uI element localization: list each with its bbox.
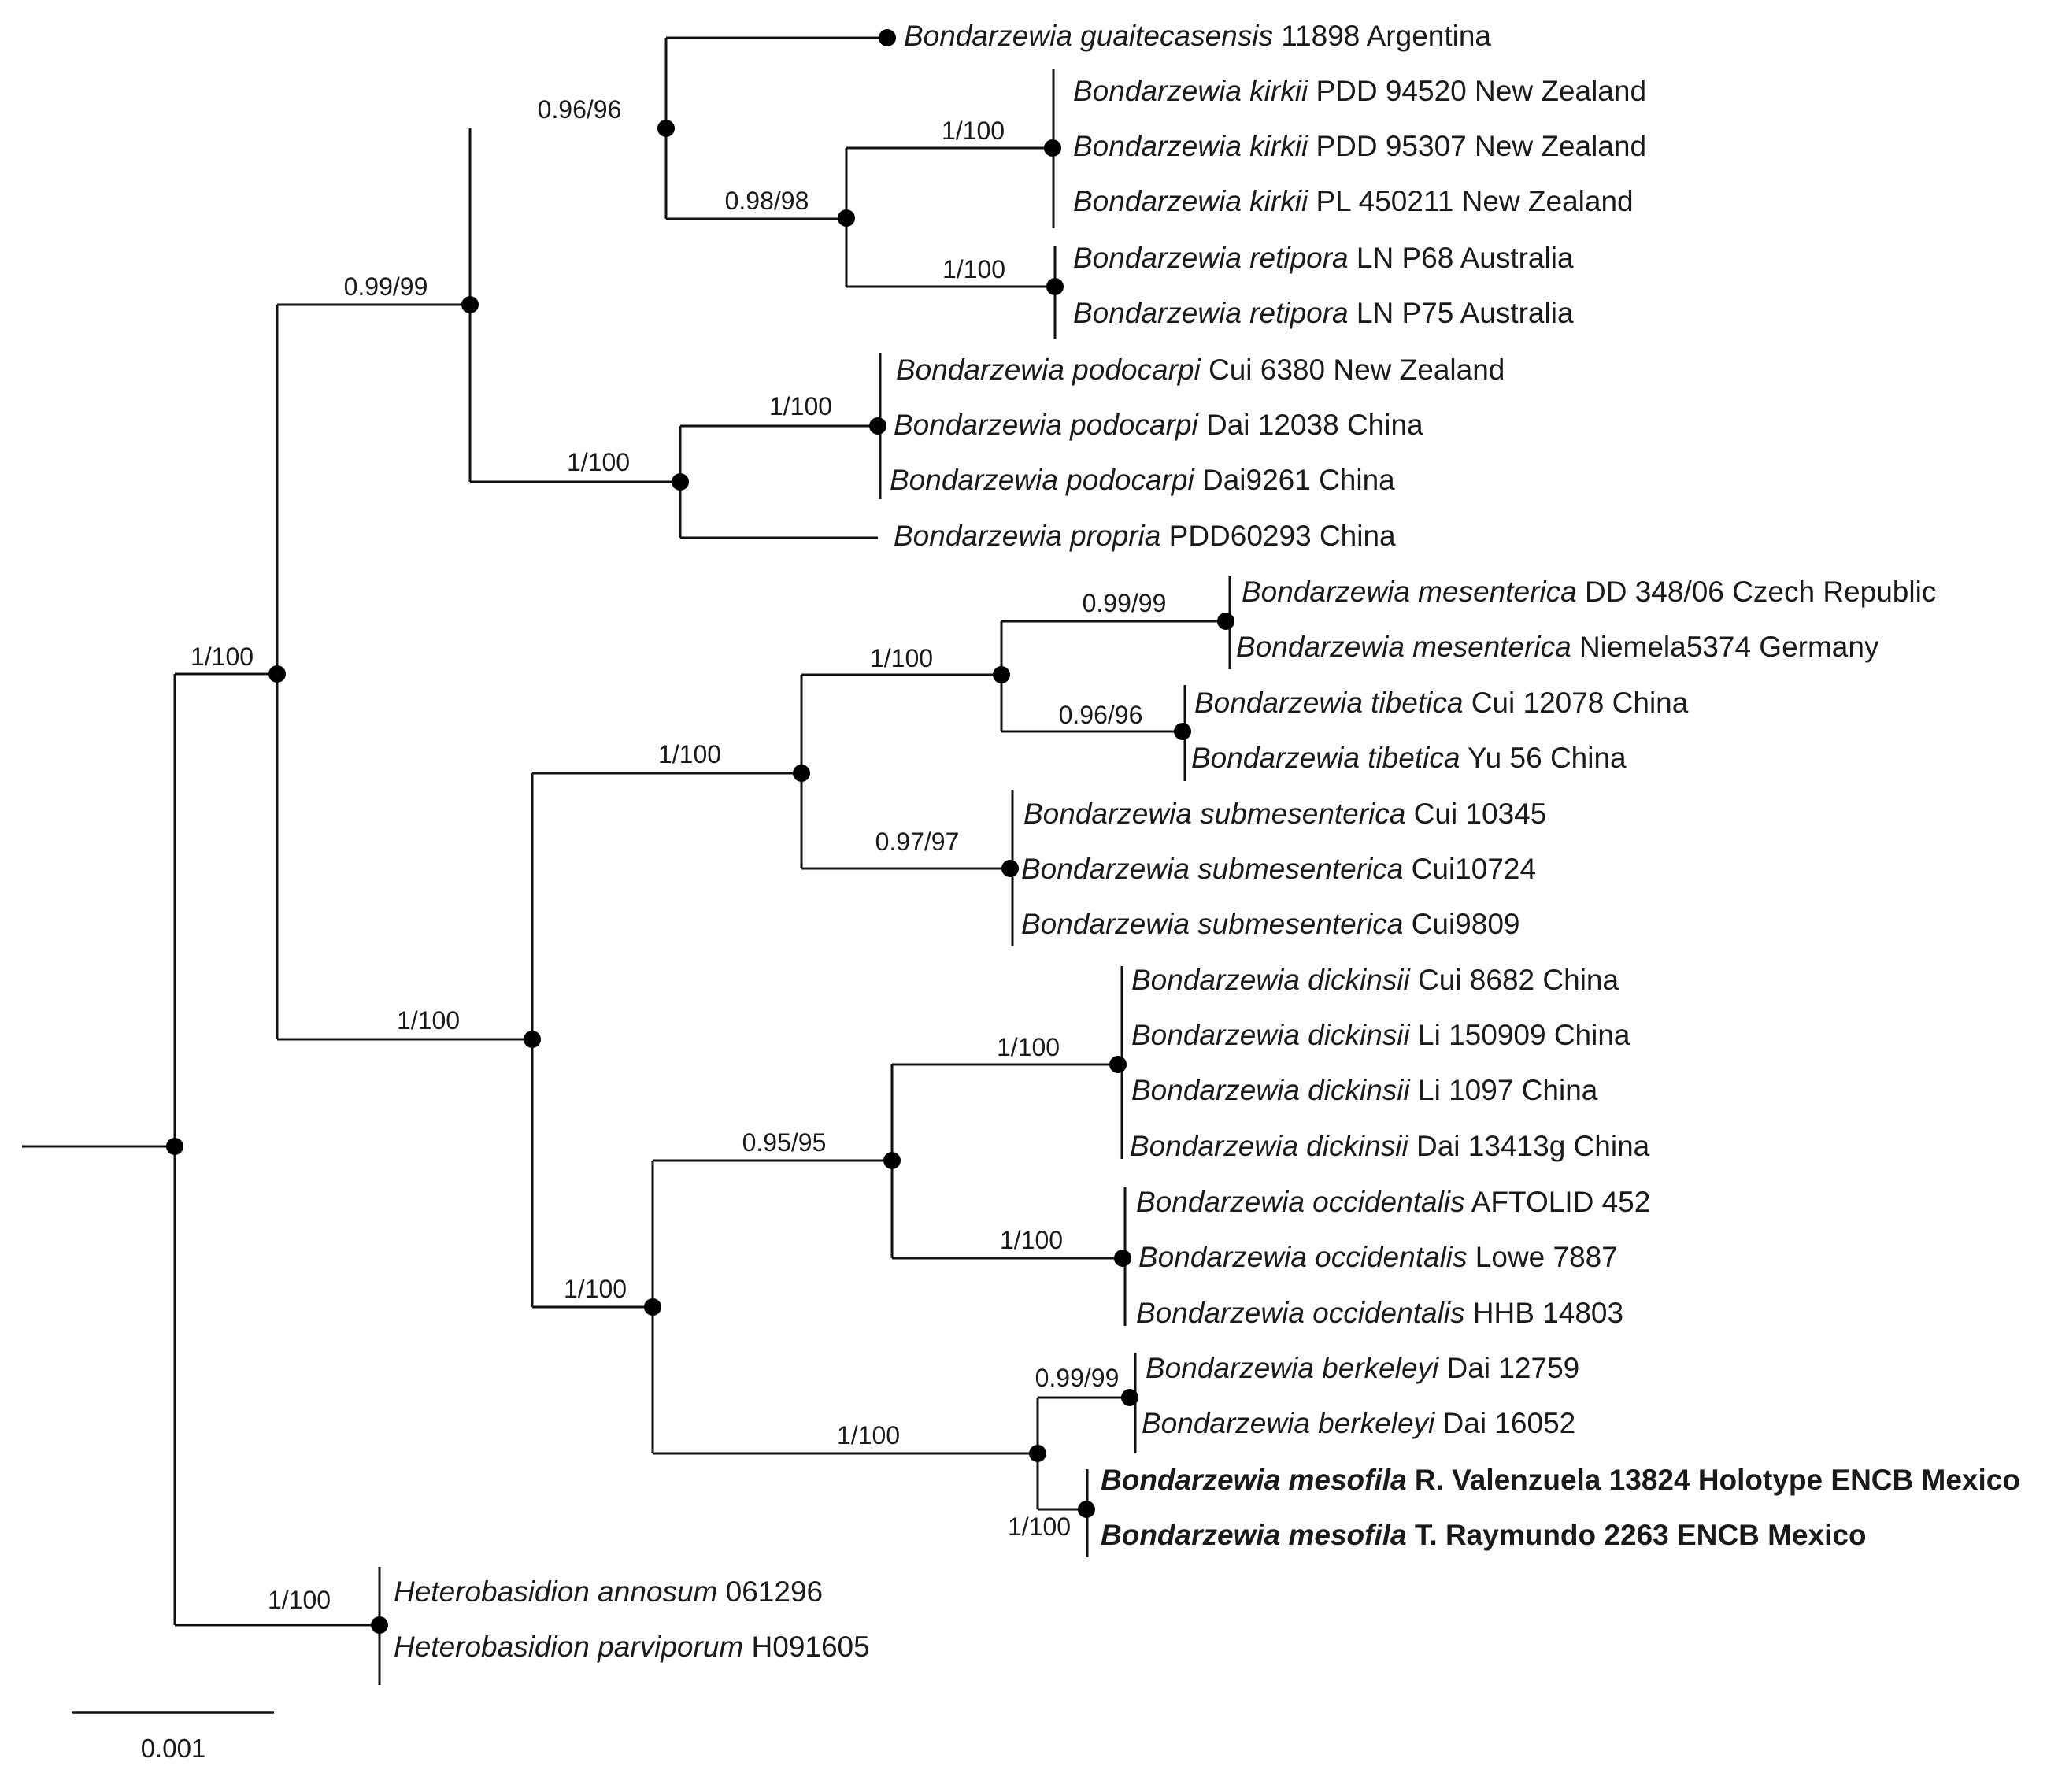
tree-node xyxy=(1109,1056,1127,1073)
taxon-label: Bondarzewia podocarpi Dai 12038 China xyxy=(894,409,1423,441)
support-values: 0.96/96 1/100 0.98/98 1/100 0.99/99 1/100 1/10… xyxy=(191,95,1166,1614)
tree-node xyxy=(657,120,675,137)
support-value: 0.96/96 xyxy=(538,95,622,124)
support-value: 1/100 xyxy=(564,1275,627,1303)
tree-node xyxy=(524,1031,541,1048)
tree-node xyxy=(1174,723,1191,740)
taxon-label: Bondarzewia tibetica Yu 56 China xyxy=(1191,742,1627,774)
taxon-label: Bondarzewia mesofila R. Valenzuela 13824… xyxy=(1101,1464,2020,1496)
tree-node xyxy=(1217,613,1234,630)
taxon-label: Bondarzewia dickinsii Cui 8682 China xyxy=(1131,964,1619,996)
support-value: 0.97/97 xyxy=(875,828,960,856)
taxon-label: Bondarzewia podocarpi Dai9261 China xyxy=(890,464,1395,496)
tree-node xyxy=(879,29,896,46)
tree-node xyxy=(1001,860,1019,877)
support-value: 0.99/99 xyxy=(1083,589,1167,617)
support-value: 0.98/98 xyxy=(725,187,809,215)
taxon-label: Heterobasidion annosum 061296 xyxy=(394,1575,823,1608)
taxon-label: Bondarzewia occidentalis AFTOLID 452 xyxy=(1136,1186,1650,1218)
support-value: 1/100 xyxy=(769,392,832,420)
taxon-label: Bondarzewia berkeleyi Dai 16052 xyxy=(1142,1407,1575,1439)
tree-node xyxy=(838,209,855,227)
taxon-label: Bondarzewia propria PDD60293 China xyxy=(894,520,1396,552)
taxon-label: Bondarzewia mesofila T. Raymundo 2263 EN… xyxy=(1101,1519,1867,1551)
taxon-label: Bondarzewia occidentalis Lowe 7887 xyxy=(1138,1241,1618,1273)
support-value: 1/100 xyxy=(870,644,933,672)
support-value: 0.99/99 xyxy=(1035,1364,1120,1392)
tree-node xyxy=(1029,1445,1046,1462)
support-value: 1/100 xyxy=(397,1006,460,1035)
support-value: 1/100 xyxy=(942,117,1005,145)
tree-node xyxy=(268,665,286,683)
support-value: 1/100 xyxy=(1008,1512,1071,1541)
tree-node xyxy=(166,1138,183,1155)
tree-node xyxy=(1044,139,1061,157)
tree-node xyxy=(993,666,1010,683)
tree-node xyxy=(869,417,886,435)
taxon-label: Bondarzewia berkeleyi Dai 12759 xyxy=(1146,1352,1579,1384)
support-value: 1/100 xyxy=(268,1586,331,1614)
taxon-label: Bondarzewia submesenterica Cui9809 xyxy=(1021,908,1519,940)
taxon-label: Bondarzewia submesenterica Cui10724 xyxy=(1021,853,1536,885)
taxon-labels: Bondarzewia guaitecasensis 11898 Argenti… xyxy=(394,20,2020,1663)
taxon-label: Bondarzewia mesenterica DD 348/06 Czech … xyxy=(1242,576,1936,608)
tree-node xyxy=(672,473,689,491)
support-value: 1/100 xyxy=(1000,1226,1063,1254)
taxon-label: Bondarzewia retipora LN P68 Australia xyxy=(1073,242,1574,274)
taxon-label: Bondarzewia dickinsii Dai 13413g China xyxy=(1130,1130,1650,1162)
taxon-label: Bondarzewia dickinsii Li 1097 China xyxy=(1131,1074,1598,1106)
taxon-label: Bondarzewia kirkii PDD 94520 New Zealand xyxy=(1073,75,1646,107)
support-value: 0.99/99 xyxy=(344,272,428,301)
tree-node xyxy=(1114,1250,1131,1267)
tree-node xyxy=(1046,278,1064,295)
tree-node xyxy=(793,765,810,782)
tree-nodes xyxy=(166,29,1234,1634)
taxon-label: Bondarzewia dickinsii Li 150909 China xyxy=(1131,1019,1630,1051)
tree-node xyxy=(644,1298,661,1316)
support-value: 1/100 xyxy=(942,255,1005,283)
taxon-label: Bondarzewia submesenterica Cui 10345 xyxy=(1023,798,1546,830)
taxon-label: Bondarzewia guaitecasensis 11898 Argenti… xyxy=(904,20,1491,52)
support-value: 1/100 xyxy=(567,448,630,476)
support-value: 1/100 xyxy=(191,642,254,671)
tree-node xyxy=(1121,1389,1138,1406)
taxon-label: Bondarzewia mesenterica Niemela5374 Germ… xyxy=(1236,631,1879,663)
tree-node xyxy=(1078,1501,1095,1518)
taxon-label: Bondarzewia kirkii PDD 95307 New Zealand xyxy=(1073,130,1646,162)
tree-node xyxy=(461,296,479,313)
support-value: 1/100 xyxy=(997,1033,1060,1061)
taxon-label: Bondarzewia retipora LN P75 Australia xyxy=(1073,297,1574,329)
support-value: 1/100 xyxy=(658,740,721,768)
support-value: 0.96/96 xyxy=(1059,701,1143,729)
taxon-label: Bondarzewia occidentalis HHB 14803 xyxy=(1136,1297,1623,1329)
tree-node xyxy=(371,1616,388,1634)
taxon-label: Heterobasidion parviporum H091605 xyxy=(394,1631,870,1663)
tree-node xyxy=(883,1152,901,1169)
taxon-label: Bondarzewia kirkii PL 450211 New Zealand xyxy=(1073,185,1634,217)
taxon-label: Bondarzewia tibetica Cui 12078 China xyxy=(1194,687,1689,719)
support-value: 0.95/95 xyxy=(742,1128,827,1157)
taxon-label: Bondarzewia podocarpi Cui 6380 New Zeala… xyxy=(896,354,1505,386)
scale-bar: 0.001 xyxy=(72,1711,274,1763)
scale-bar-label: 0.001 xyxy=(141,1734,206,1763)
support-value: 1/100 xyxy=(837,1421,900,1450)
